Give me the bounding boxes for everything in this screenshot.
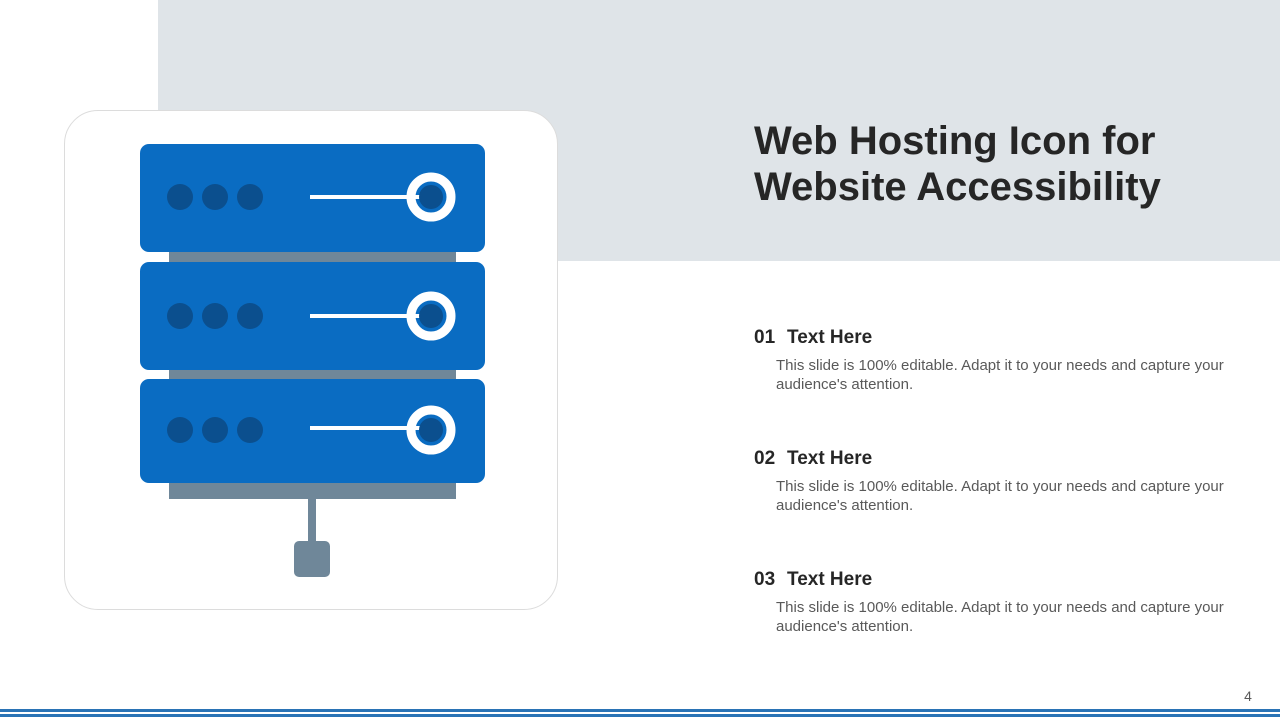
footer-divider-bottom: [0, 714, 1280, 717]
slide-title: Web Hosting Icon for Website Accessibili…: [754, 119, 1161, 209]
text-item-2: 02 Text Here This slide is 100% editable.…: [754, 448, 1234, 515]
item-number: 01: [754, 327, 776, 348]
item-number: 03: [754, 569, 776, 590]
item-heading: 01 Text Here: [754, 327, 1234, 349]
item-heading-text: Text Here: [787, 569, 873, 590]
icon-card: [64, 110, 558, 610]
item-description: This slide is 100% editable. Adapt it to…: [776, 357, 1224, 393]
item-description: This slide is 100% editable. Adapt it to…: [776, 478, 1224, 514]
item-heading: 03 Text Here: [754, 569, 1234, 591]
text-item-1: 01 Text Here This slide is 100% editable.…: [754, 327, 1234, 394]
server-unit-2: [140, 262, 485, 370]
item-heading: 02 Text Here: [754, 448, 1234, 470]
footer-divider-top: [0, 709, 1280, 712]
item-number: 02: [754, 448, 776, 469]
server-rack-icon: [140, 144, 485, 577]
network-cable-icon: [294, 499, 330, 577]
page-number: 4: [1244, 688, 1252, 704]
server-unit-1: [140, 144, 485, 252]
text-item-3: 03 Text Here This slide is 100% editable.…: [754, 569, 1234, 636]
item-description: This slide is 100% editable. Adapt it to…: [776, 599, 1224, 635]
item-heading-text: Text Here: [787, 448, 873, 469]
server-unit-3: [140, 379, 485, 483]
item-heading-text: Text Here: [787, 327, 873, 348]
